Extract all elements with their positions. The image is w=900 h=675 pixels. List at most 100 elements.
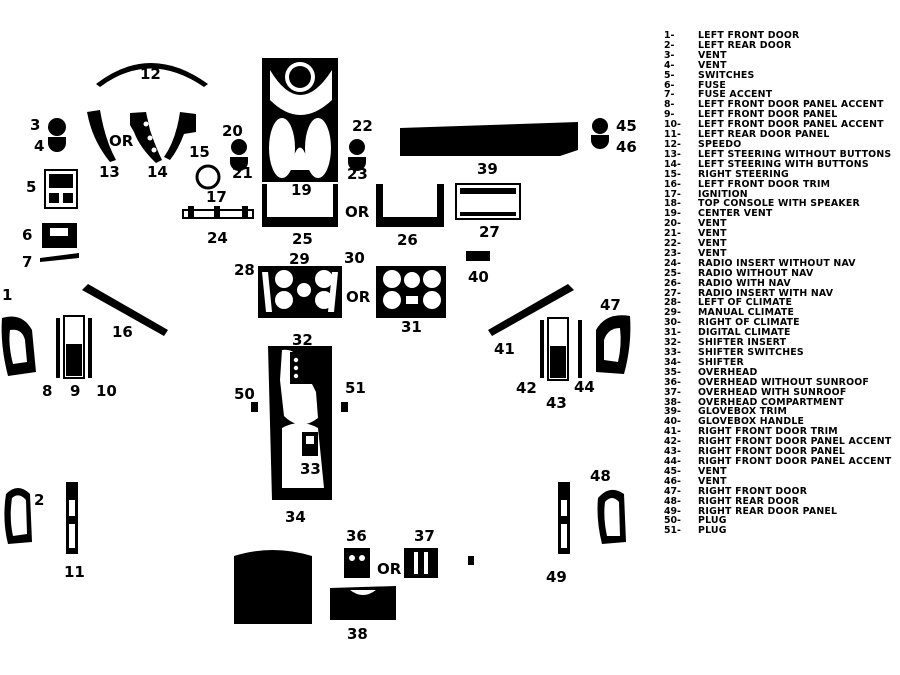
legend-item-number: 23-: [664, 247, 681, 259]
callout-45: 45: [616, 117, 637, 135]
part-16-left-door-trim: [82, 284, 168, 336]
legend-item-name: VENT: [698, 218, 727, 230]
legend-item-name: SHIFTER: [698, 356, 744, 368]
part-7-fuse-accent: [40, 253, 79, 262]
legend-item: 6-FUSE: [664, 80, 900, 91]
callout-8: 8: [42, 382, 52, 400]
callout-41: 41: [494, 340, 515, 358]
part-45-vent: [592, 118, 608, 134]
legend-item: 14- LEFT STEERING WITH BUTTONS: [664, 158, 900, 170]
callout-47: 47: [600, 296, 621, 314]
legend-item-name: VENT: [698, 465, 727, 477]
legend-item-number: 12-: [664, 138, 681, 150]
legend-item: 27-RADIO INSERT WITH NAV: [664, 287, 900, 299]
legend-item-name: IGNITION: [698, 188, 748, 200]
callout-38: 38: [347, 625, 368, 643]
callout-10: 10: [96, 382, 117, 400]
part-shapes: [1, 58, 631, 624]
legend-item: 1-LEFT FRONT DOOR: [664, 31, 900, 41]
legend-item-number: 43-: [664, 446, 681, 458]
part-50-plug: [251, 402, 258, 412]
part-51-plug: [341, 402, 348, 412]
part-39-glovebox-trim: [400, 122, 578, 156]
legend-item-number: 22-: [664, 238, 681, 250]
legend-item-name: RIGHT REAR DOOR: [698, 495, 800, 507]
callout-7: 7: [22, 253, 32, 271]
legend-item-name: LEFT STEERING WITH BUTTONS: [698, 158, 869, 170]
callout-1: 1: [2, 286, 12, 304]
legend-item-number: 36-: [664, 376, 681, 388]
callout-27: 27: [479, 223, 500, 241]
legend-item-name: LEFT STEERING WITHOUT BUTTONS: [698, 148, 892, 160]
legend-item: 24- RADIO INSERT WITHOUT NAV: [664, 257, 900, 269]
legend-item-name: VENT: [698, 247, 727, 259]
legend-item: 18-TOP CONSOLE WITH SPEAKER: [664, 199, 900, 209]
callout-44: 44: [574, 378, 595, 396]
legend-item: 45-VENT: [664, 465, 900, 477]
part-15-steering: [164, 112, 196, 160]
legend-item-name: SWITCHES: [698, 69, 755, 81]
legend-item: 26- RADIO WITH NAV: [664, 277, 900, 289]
parts-diagram: 1 2 3 4 5 6 7 8 9 10 11 12 13 14 15 16 1…: [1, 58, 637, 643]
legend-item: 34-SHIFTER: [664, 356, 900, 368]
callout-5: 5: [26, 178, 36, 196]
part-28-left-climate: [262, 272, 272, 312]
legend-item-number: 47-: [664, 485, 681, 497]
legend-item-name: DIGITAL CLIMATE: [698, 327, 791, 339]
callout-19: 19: [291, 181, 312, 199]
callout-49: 49: [546, 568, 567, 586]
legend-item: 44-RIGHT FRONT DOOR PANEL ACCENT: [664, 457, 900, 467]
legend-item-name: RADIO WITHOUT NAV: [698, 267, 814, 279]
callout-48: 48: [590, 467, 611, 485]
callout-14: 14: [147, 163, 168, 181]
legend-item: 41-RIGHT FRONT DOOR TRIM: [664, 427, 900, 437]
part-3-vent: [48, 118, 66, 136]
legend-item-name: CENTER VENT: [698, 208, 773, 220]
legend-item: 21-VENT: [664, 229, 900, 239]
legend-item-name: RADIO WITH NAV: [698, 277, 791, 289]
legend-item-name: RADIO INSERT WITHOUT NAV: [698, 257, 856, 269]
or-label-climate: OR: [346, 288, 371, 306]
part-40-glovebox-handle: [466, 251, 490, 261]
part-22-vent: [349, 139, 365, 155]
legend-item-number: 42-: [664, 436, 681, 448]
legend-item-number: 14-: [664, 158, 681, 170]
legend-item-number: 19-: [664, 208, 681, 220]
legend-item-name: RIGHT FRONT DOOR: [698, 485, 808, 497]
part-12-speedo: [96, 63, 208, 87]
legend-item-name: OVERHEAD WITH SUNROOF: [698, 386, 847, 398]
callout-43: 43: [546, 394, 567, 412]
part-small-plug: [468, 556, 474, 565]
part-44-door-accent: [578, 320, 582, 378]
legend-item: 39-GLOVEBOX TRIM: [664, 407, 900, 417]
legend-item: 47- RIGHT FRONT DOOR: [664, 485, 900, 497]
legend-item: 25-RADIO WITHOUT NAV: [664, 267, 900, 279]
legend-item-number: 3-: [664, 49, 675, 61]
legend-item-number: 38-: [664, 396, 681, 408]
legend-item-name: LEFT REAR DOOR PANEL: [698, 129, 830, 141]
legend-item-number: 24-: [664, 257, 681, 269]
part-38-overhead-compartment: [330, 586, 396, 620]
legend-item-number: 7-: [664, 89, 675, 101]
legend-item-name: VENT: [698, 475, 727, 487]
part-21-vent: [230, 157, 248, 171]
legend-item-number: 44-: [664, 455, 681, 467]
legend-item: 42-RIGHT FRONT DOOR PANEL ACCENT: [664, 437, 900, 447]
legend-item-number: 51-: [664, 525, 681, 537]
callout-18: 18: [290, 70, 311, 88]
legend-item: 43-RIGHT FRONT DOOR PANEL: [664, 447, 900, 457]
callout-34: 34: [285, 508, 306, 526]
legend-item: 22-VENT: [664, 239, 900, 249]
legend-item: 15-RIGHT STEERING: [664, 169, 900, 180]
legend-item-number: 5-: [664, 69, 675, 81]
legend-item: 8-LEFT FRONT DOOR PANEL ACCENT: [664, 100, 900, 110]
part-36-overhead-no-sunroof: [344, 548, 370, 578]
callout-9: 9: [70, 382, 80, 400]
legend-item-number: 26-: [664, 277, 681, 289]
legend-item-name: SHIFTER INSERT: [698, 337, 787, 349]
legend-item-number: 16-: [664, 178, 681, 190]
legend-item-name: OVERHEAD: [698, 366, 758, 378]
legend-item-name: RADIO INSERT WITH NAV: [698, 287, 834, 299]
callout-37: 37: [414, 527, 435, 545]
legend-item: 16-LEFT FRONT DOOR TRIM: [664, 178, 900, 190]
